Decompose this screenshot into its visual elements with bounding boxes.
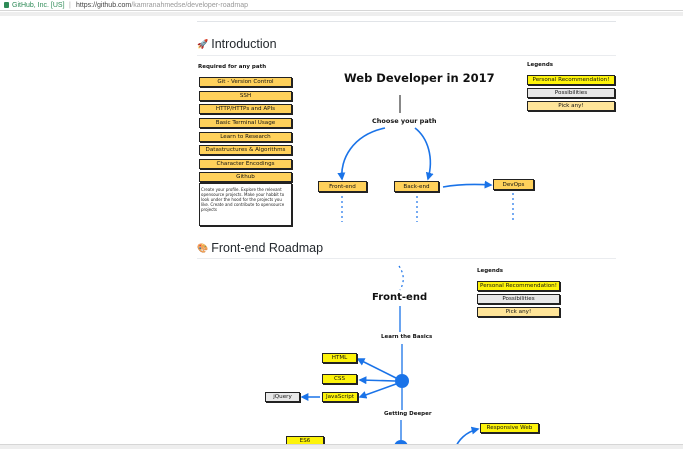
frontend-legend-possibilities: Possibilities [477,294,560,304]
lock-icon [4,2,9,8]
required-item-encodings[interactable]: Character Encodings [199,159,292,169]
arrow-to-javascript [358,383,397,399]
frontend-heading-text: Front-end Roadmap [211,241,324,255]
required-item-github[interactable]: Github [199,172,292,182]
arrow-to-css [358,376,396,385]
frontend-entry-dashed [398,265,404,291]
path-devops[interactable]: DevOps [493,179,534,190]
site-identity: GitHub, Inc. [US] [12,2,65,9]
rocket-icon: 🚀 [197,39,209,49]
required-item-datastructures[interactable]: Datastructures & Algorithms [199,145,292,155]
basics-item-css[interactable]: CSS [322,374,357,384]
arrow-to-devops [442,180,493,189]
path-backend[interactable]: Back-end [394,181,439,192]
github-note-text: Create your profile. Explore the relevan… [201,187,285,212]
address-bar[interactable]: GitHub, Inc. [US] | https://github.com/k… [0,0,683,11]
intro-legend-possibilities: Possibilities [527,88,615,98]
frontend-heading-rule [197,258,616,259]
required-label: Required for any path [198,64,267,70]
required-item-ssh[interactable]: SSH [199,91,292,101]
basics-item-html[interactable]: HTML [322,353,357,363]
frontend-title: Front-end [372,292,428,303]
github-note-box [199,183,292,226]
arrow-to-backend [414,127,434,181]
arrow-to-frontend [337,127,386,181]
arrow-to-html [356,358,397,379]
getting-deeper-label: Getting Deeper [384,411,432,417]
introduction-heading: 🚀Introduction [197,37,277,51]
intro-legend-recommendation: Personal Recommendation! [527,75,615,85]
url-path: /kamranahmedse/developer-roadmap [131,2,248,9]
frontend-legend-pick-any: Pick any! [477,307,560,317]
introduction-heading-rule [197,55,616,56]
responsive-web-box[interactable]: Responsive Web [480,423,539,433]
required-item-git[interactable]: Git - Version Control [199,77,292,87]
url-separator: | [69,2,71,9]
url-host: https://github.com [76,2,132,9]
introduction-heading-text: Introduction [211,37,277,51]
required-item-http[interactable]: HTTP/HTTPs and APIs [199,104,292,114]
jquery-box[interactable]: jQuery [265,392,300,402]
toolbar-divider [0,12,683,16]
intro-legend-pick-any: Pick any! [527,101,615,111]
frontend-legends-label: Legends [477,268,504,274]
intro-legends-label: Legends [527,62,554,68]
url-text[interactable]: https://github.com/kamranahmedse/develop… [76,0,248,11]
frontend-heading: 🎨Front-end Roadmap [197,241,323,255]
basics-item-javascript[interactable]: JavaScript [322,392,358,402]
learn-basics-label: Learn the Basics [381,334,433,340]
choose-path-label: Choose your path [372,117,437,125]
frontend-legend-recommendation: Personal Recommendation! [477,281,560,291]
path-frontend[interactable]: Front-end [318,181,367,192]
required-item-research[interactable]: Learn to Research [199,132,292,142]
required-item-terminal[interactable]: Basic Terminal Usage [199,118,292,128]
bottom-scroll-edge [0,444,683,449]
content-top-divider [197,21,616,22]
palette-icon: 🎨 [197,243,209,253]
basics-hub-node [395,374,409,388]
diagram-title: Web Developer in 2017 [344,71,495,85]
